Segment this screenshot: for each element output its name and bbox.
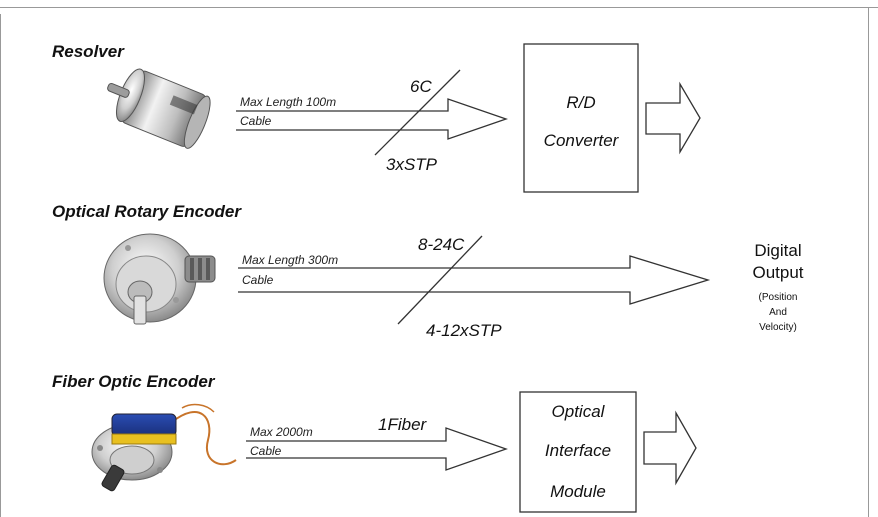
optical-pair-count: 4-12xSTP <box>426 321 502 340</box>
diagram-frame <box>0 7 878 517</box>
resolver-device-image <box>107 68 211 149</box>
optical-rotary-section: Optical Rotary Encoder Max Length 300m C… <box>52 202 711 340</box>
output-line4: And <box>769 307 787 318</box>
optical-rotary-title: Optical Rotary Encoder <box>52 202 242 221</box>
optical-cable-length: Max Length 300m <box>242 253 338 267</box>
resolver-conductor-slash <box>374 69 461 156</box>
digital-output-label: Digital Output (Position And Velocity) <box>752 241 803 333</box>
rd-converter-box <box>523 43 639 193</box>
fiber-cable-length: Max 2000m <box>250 425 313 439</box>
optical-cable-arrow <box>238 255 711 305</box>
fiber-cable-label: Cable <box>250 444 282 458</box>
interface-line1: Optical <box>552 402 606 421</box>
output-line1: Digital <box>754 241 801 260</box>
fiber-optic-section: Fiber Optic Encoder Max 2000m Cable 1Fib… <box>52 372 697 513</box>
optical-conductor-count: 8-24C <box>418 235 465 254</box>
interface-line2: Interface <box>545 441 611 460</box>
fiber-cable-arrow <box>246 427 508 471</box>
interface-line3: Module <box>550 482 606 501</box>
optical-encoder-device-image <box>103 233 216 325</box>
resolver-title: Resolver <box>52 42 125 61</box>
fiber-count: 1Fiber <box>378 415 428 434</box>
resolver-cable-arrow <box>236 98 508 140</box>
output-line2: Output <box>752 263 803 282</box>
rd-converter-line1: R/D <box>566 93 595 112</box>
resolver-cable-label: Cable <box>240 114 272 128</box>
interface-output-arrow <box>643 410 697 486</box>
fiber-optic-title: Fiber Optic Encoder <box>52 372 216 391</box>
resolver-section: Resolver Max Length 100m Cable 6C 3xSTP … <box>52 42 701 193</box>
output-line5: Velocity) <box>759 322 797 333</box>
optical-interface-box <box>519 391 637 513</box>
rd-output-arrow <box>645 81 701 155</box>
output-line3: (Position <box>759 292 798 303</box>
resolver-cable-length: Max Length 100m <box>240 95 336 109</box>
optical-conductor-slash <box>397 235 483 325</box>
fiber-encoder-device-image <box>91 403 237 492</box>
resolver-conductor-count: 6C <box>410 77 432 96</box>
resolver-pair-count: 3xSTP <box>386 155 438 174</box>
rd-converter-line2: Converter <box>544 131 620 150</box>
optical-cable-label: Cable <box>242 273 274 287</box>
